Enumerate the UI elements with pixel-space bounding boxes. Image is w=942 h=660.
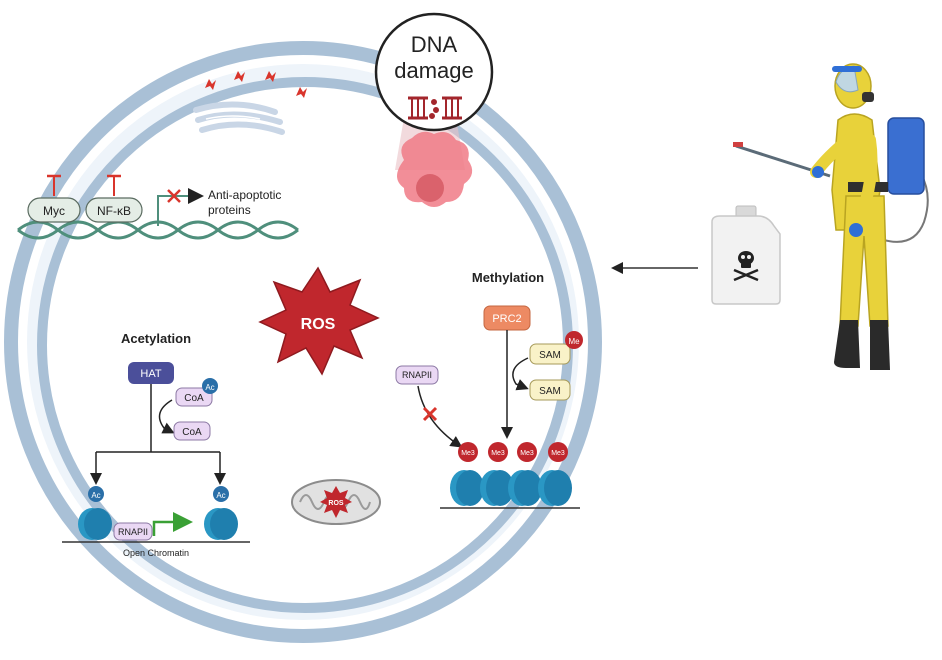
cross-icon	[167, 189, 181, 203]
ac-label-3: Ac	[216, 491, 225, 500]
acetylation-title: Acetylation	[121, 331, 191, 346]
lightning-icon	[205, 71, 307, 98]
myc-label: Myc	[43, 204, 65, 218]
ac-label-1: Ac	[205, 383, 214, 392]
rnapii-box	[113, 522, 153, 541]
hat-box	[128, 362, 174, 384]
nfkb-label: NF-κB	[97, 204, 131, 218]
rnapii-label-acetylation: RNAPII	[118, 527, 148, 537]
blocked-transcription-arrow: Anti-apoptotic proteins	[157, 188, 281, 226]
open-chromatin-label: Open Chromatin	[123, 548, 189, 558]
rnapii-label-methylation: RNAPII	[402, 370, 432, 380]
nucleosome	[508, 470, 542, 506]
endoplasmic-reticulum	[193, 101, 285, 135]
sprayer-worker	[733, 63, 929, 370]
me3-label-1: Me3	[461, 450, 475, 457]
coa-label-2: CoA	[182, 427, 202, 438]
methylation-panel: Methylation PRC2 SAM Me SAM RNAPII Me3 M…	[395, 270, 583, 509]
me3-label-2: Me3	[491, 450, 505, 457]
sam-label-2: SAM	[539, 386, 561, 397]
acetylation-panel: Acetylation HAT CoA Ac CoA Ac Ac RNAPII …	[62, 331, 250, 558]
backpack-tank	[887, 117, 925, 195]
dna-damage-circle	[374, 12, 494, 132]
anti-apoptotic-label-line2: proteins	[208, 203, 251, 217]
hat-label: HAT	[140, 368, 161, 380]
coa-box	[173, 421, 211, 441]
broken-dna-icon	[408, 96, 462, 120]
me-circle	[565, 331, 583, 349]
sam-me-box	[529, 343, 571, 365]
me3-circle	[517, 442, 537, 462]
nucleosome	[450, 470, 484, 506]
nucleosome	[78, 508, 112, 540]
me3-label-3: Me3	[520, 450, 534, 457]
mito-ros-label: ROS	[328, 500, 344, 507]
cross-icon	[422, 406, 438, 422]
me3-label-4: Me3	[551, 450, 565, 457]
ros-starburst: ROS	[258, 266, 380, 376]
sam-box	[529, 379, 571, 401]
nucleosome	[204, 508, 238, 540]
nucleosome	[538, 470, 572, 506]
anti-apoptotic-label-line1: Anti-apoptotic	[208, 188, 281, 202]
me-label: Me	[568, 337, 580, 346]
mitochondrion: ROS	[291, 479, 381, 525]
prc2-label: PRC2	[492, 313, 521, 325]
nfkb-factor: NF-κB	[85, 174, 143, 223]
damaged-cell	[397, 131, 473, 207]
ac-label-2: Ac	[91, 491, 100, 500]
nucleosome	[480, 470, 514, 506]
coa-ac-box	[175, 387, 213, 407]
myc-factor: Myc	[27, 174, 81, 223]
ac-circle	[202, 378, 218, 394]
me3-circle	[458, 442, 478, 462]
sam-label-1: SAM	[539, 350, 561, 361]
ac-circle	[88, 486, 104, 502]
ac-circle	[213, 486, 229, 502]
dna-damage-label-line1: DNA	[411, 32, 458, 57]
coa-label-1: CoA	[184, 393, 204, 404]
dna-damage-callout: DNA damage	[374, 12, 494, 207]
me3-circle	[488, 442, 508, 462]
inhibition-icon	[107, 174, 121, 196]
methylation-title: Methylation	[472, 270, 544, 285]
rnapii-box	[395, 365, 439, 385]
skull-icon	[733, 251, 759, 282]
inhibition-icon	[47, 174, 61, 196]
me3-circle	[548, 442, 568, 462]
pesticide-jug	[711, 205, 781, 305]
dna-damage-label-line2: damage	[394, 58, 474, 83]
ros-label: ROS	[301, 316, 336, 333]
